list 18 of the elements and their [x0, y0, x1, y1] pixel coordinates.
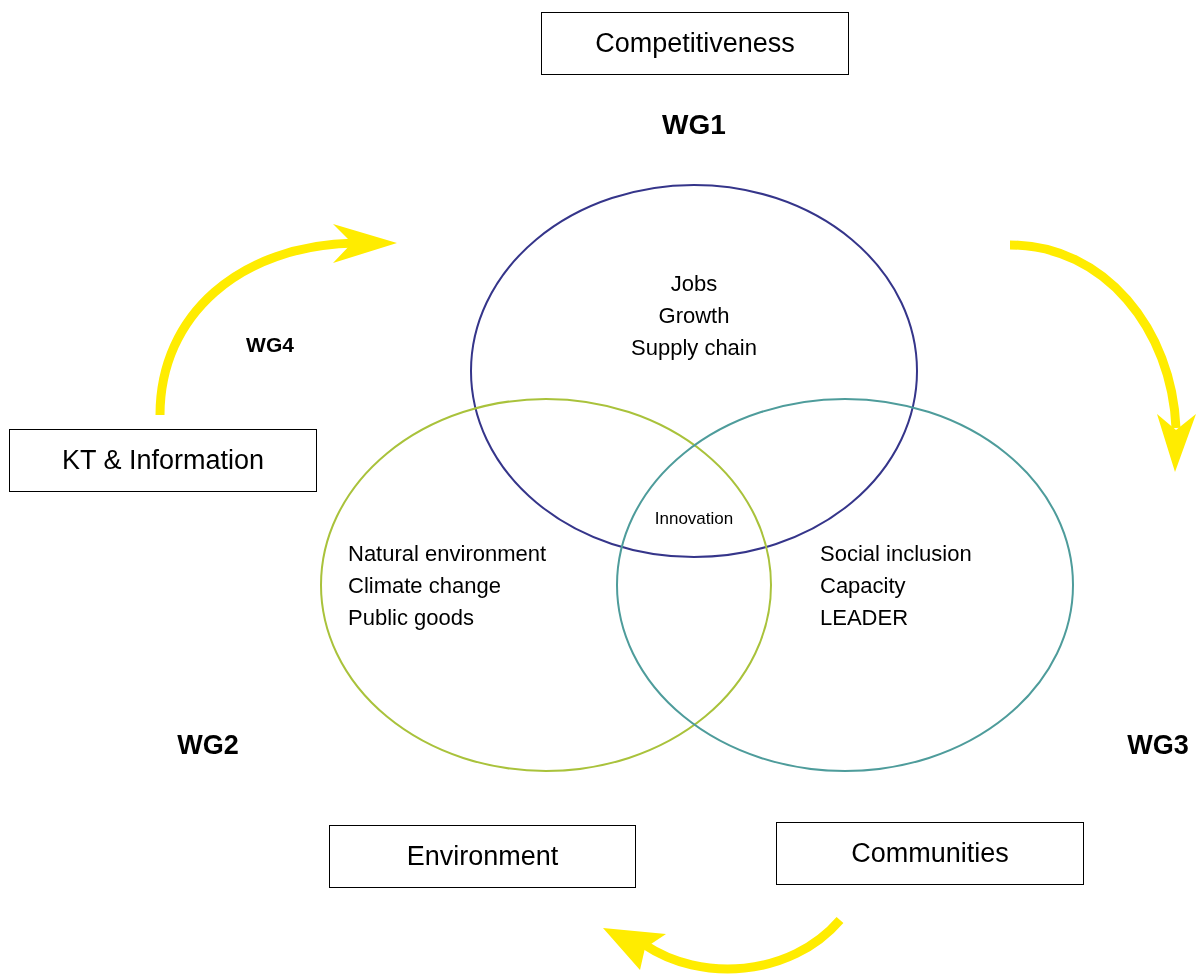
topic-text: Natural environment — [348, 540, 547, 568]
group-label: WG3 — [1127, 729, 1189, 761]
overlap-label: Innovation — [654, 509, 734, 529]
group-label: WG4 — [246, 333, 294, 357]
topic-text: Jobs — [670, 270, 718, 298]
topic-text: Social inclusion — [820, 540, 972, 568]
topic-text: Capacity — [820, 572, 906, 600]
topic-text: Supply chain — [631, 334, 757, 362]
topic-text: LEADER — [820, 604, 909, 632]
topic-text: Climate change — [348, 572, 501, 600]
group-label: WG1 — [662, 109, 726, 141]
label-box: Communities — [776, 822, 1084, 885]
group-label: WG2 — [177, 729, 239, 761]
label-box: KT & Information — [9, 429, 317, 492]
topic-text: Public goods — [348, 604, 474, 632]
label-box: Environment — [329, 825, 636, 888]
topic-text: Growth — [658, 302, 730, 330]
title-box: Competitiveness — [541, 12, 849, 75]
